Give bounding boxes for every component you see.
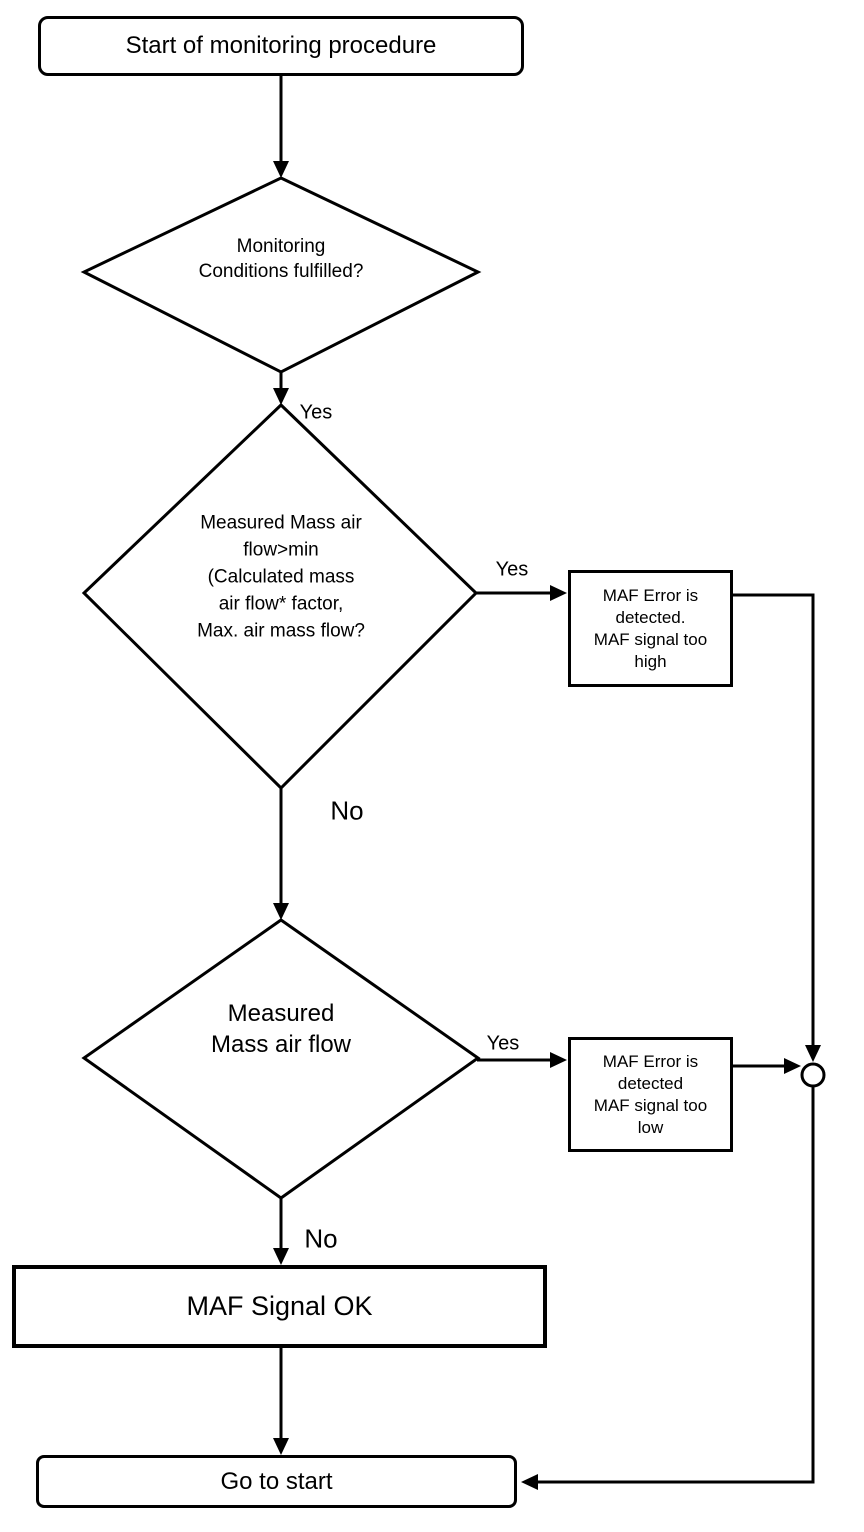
arrowhead-into-signal-ok xyxy=(273,1248,289,1265)
error-high-label: MAF Error is detected. MAF signal too hi… xyxy=(593,585,708,671)
arrowhead-into-flow-high xyxy=(273,388,289,405)
error-high-node: MAF Error is detected. MAF signal too hi… xyxy=(568,570,733,687)
error-low-label: MAF Error is detected MAF signal too low xyxy=(593,1051,708,1137)
decision-flow-high-label: Measured Mass air flow>min (Calculated m… xyxy=(197,512,365,642)
signal-ok-label: MAF Signal OK xyxy=(186,1291,373,1321)
junction-connector-circle xyxy=(800,1062,826,1088)
decision-flow-high-diamond xyxy=(81,402,479,791)
arrowhead-into-flow-low xyxy=(273,903,289,920)
arrowhead-into-conditions xyxy=(273,161,289,178)
goto-start-node: Go to start xyxy=(36,1455,517,1508)
arrowhead-into-goto-right xyxy=(521,1474,538,1490)
arrowhead-into-junction-left xyxy=(784,1058,801,1074)
start-node: Start of monitoring procedure xyxy=(38,16,524,76)
arrowhead-into-error-low xyxy=(550,1052,567,1068)
edge-label-flow-low-yes: Yes xyxy=(486,1032,520,1055)
arrowhead-into-goto-top xyxy=(273,1438,289,1455)
decision-conditions-diamond xyxy=(80,176,482,374)
arrowhead-into-junction-top xyxy=(805,1045,821,1062)
edge-junction-to-goto xyxy=(537,1086,815,1484)
edge-error-high-to-junction xyxy=(733,593,815,1047)
edge-label-conditions-yes: Yes xyxy=(299,401,333,424)
goto-start-label: Go to start xyxy=(220,1467,333,1495)
edge-label-flow-high-yes: Yes xyxy=(495,558,529,581)
arrowhead-into-error-high xyxy=(550,585,567,601)
signal-ok-node: MAF Signal OK xyxy=(12,1265,547,1348)
decision-conditions-label: Monitoring Conditions fulfilled? xyxy=(198,236,364,282)
edge-label-flow-low-no: No xyxy=(304,1223,338,1254)
error-low-node: MAF Error is detected MAF signal too low xyxy=(568,1037,733,1152)
start-node-label: Start of monitoring procedure xyxy=(125,32,437,59)
decision-flow-low-diamond xyxy=(81,918,481,1200)
decision-flow-low-label: Measured Mass air flow xyxy=(210,1000,352,1058)
edge-label-flow-high-no: No xyxy=(330,795,364,826)
